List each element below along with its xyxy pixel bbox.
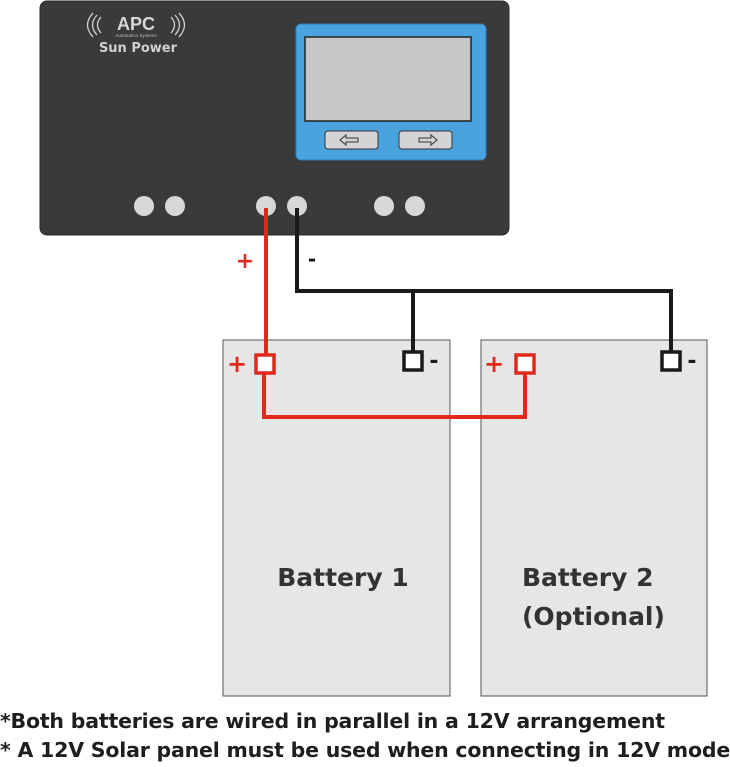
battery-2: Battery 2 (Optional) + - [480,339,708,697]
battery-1-body [222,339,451,697]
battery-1-negative-post [402,350,424,372]
battery-2-sublabel: (Optional) [522,602,665,631]
arrow-left-icon [339,133,359,147]
terminal-circle [405,196,425,216]
left-button[interactable] [324,130,379,150]
product-name: Sun Power [99,41,178,56]
brand-tagline: Automation Systems [115,33,157,38]
battery-1-plus-label: + [227,350,247,378]
battery-negative-terminal [287,196,307,216]
battery-1-positive-post [254,353,276,375]
battery-positive-terminal [256,196,276,216]
battery-2-positive-post [514,353,536,375]
note-solar-panel: * A 12V Solar panel must be used when co… [0,738,730,762]
terminal-circle [374,196,394,216]
battery-2-body [480,339,708,697]
terminal-circle [134,196,154,216]
battery-1-minus-label: - [429,349,438,374]
display-panel [295,23,487,161]
notes: *Both batteries are wired in parallel in… [0,707,730,765]
arrow-right-icon [418,133,438,147]
battery-terminals [256,196,307,216]
note-parallel: *Both batteries are wired in parallel in… [0,709,665,733]
terminal-circle [165,196,185,216]
solar-terminals [134,196,185,216]
battery-2-plus-label: + [484,350,504,378]
positive-wire [262,208,527,419]
right-button[interactable] [398,130,453,150]
controller-minus-label: - [308,247,316,271]
battery-1-label: Battery 1 [277,563,409,592]
charge-controller: APC Automation Systems Sun Power [39,0,510,236]
battery-2-minus-label: - [687,349,696,374]
lcd-screen [304,36,472,122]
negative-wire [295,208,673,352]
battery-2-label: Battery 2 [522,563,654,592]
controller-plus-label: + [236,249,254,274]
brand-text: APC [117,14,155,34]
load-terminals [374,196,425,216]
battery-2-negative-post [660,350,682,372]
battery-1: Battery 1 + - [222,339,451,697]
apc-logo: APC Automation Systems [86,12,186,38]
